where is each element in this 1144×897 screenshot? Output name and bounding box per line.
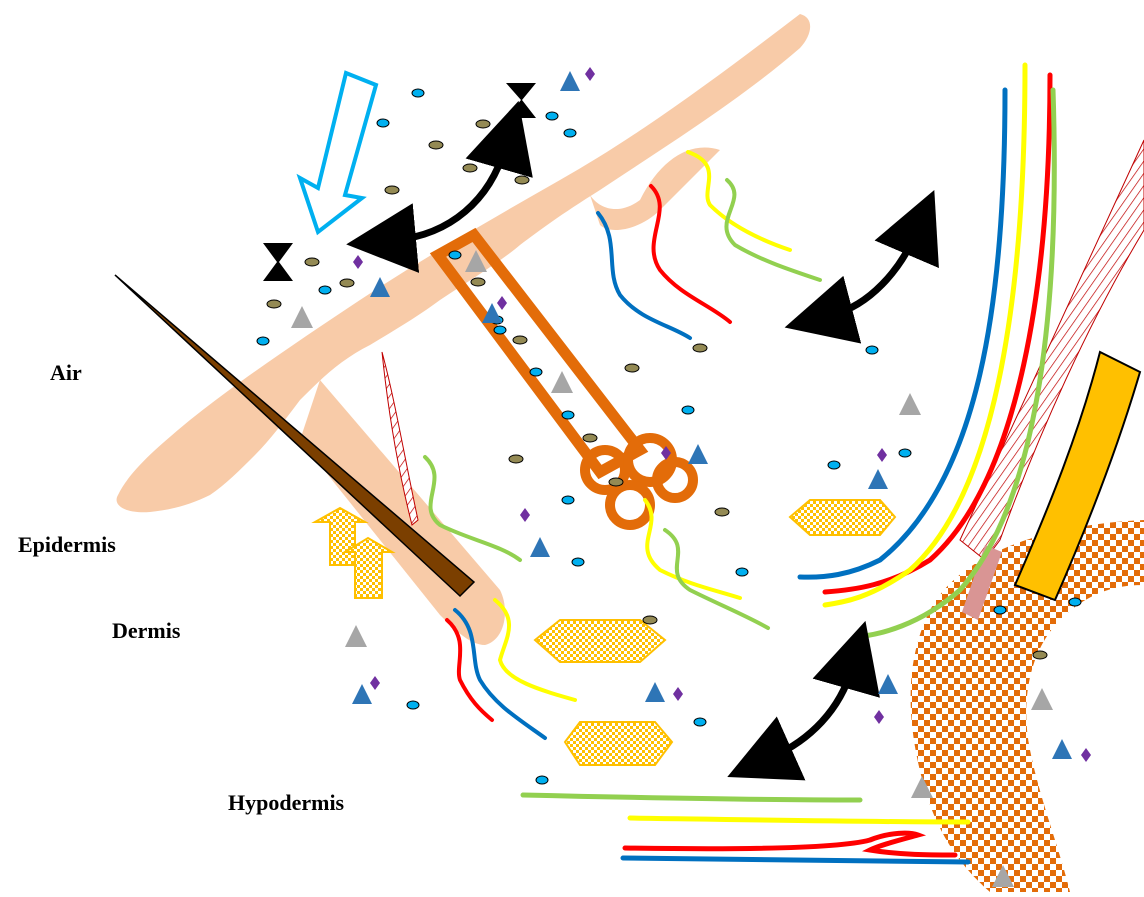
purple-diamond-particle <box>520 508 530 522</box>
purple-diamond-particle <box>585 67 595 81</box>
cyan-particle <box>564 129 576 137</box>
olive-particle <box>463 164 477 172</box>
vessel-group-bottom <box>523 795 968 862</box>
olive-particle <box>609 478 623 486</box>
cyan-particle <box>572 558 584 566</box>
cyan-particle <box>257 337 269 345</box>
cyan-particle <box>494 326 506 334</box>
blue-triangle-particle <box>1052 739 1072 759</box>
cyan-particle <box>377 119 389 127</box>
olive-particle <box>340 279 354 287</box>
purple-diamond-particle <box>497 296 507 310</box>
blue-triangle-particle <box>645 682 665 702</box>
olive-particle <box>513 336 527 344</box>
blue-triangle-particle <box>878 674 898 694</box>
cyan-particle <box>994 606 1006 614</box>
gray-triangle-particle <box>291 306 313 328</box>
cyan-particle <box>536 776 548 784</box>
cyan-particle <box>546 112 558 120</box>
purple-diamond-particle <box>353 255 363 269</box>
blue-triangle-particle <box>688 444 708 464</box>
cyan-particle <box>899 449 911 457</box>
blue-triangle-particle <box>530 537 550 557</box>
olive-particle <box>693 344 707 352</box>
olive-particle <box>476 120 490 128</box>
olive-particle <box>385 186 399 194</box>
double-headed-arrow-icon <box>832 235 915 315</box>
olive-particle <box>509 455 523 463</box>
purple-diamond-particle <box>1081 748 1091 762</box>
cyan-particle <box>562 496 574 504</box>
label-air: Air <box>50 360 82 386</box>
blue-triangle-particle <box>868 469 888 489</box>
label-hypodermis: Hypodermis <box>228 790 344 816</box>
purple-diamond-particle <box>370 676 380 690</box>
cyan-particle <box>736 568 748 576</box>
cyan-particle <box>449 251 461 259</box>
olive-particle <box>1033 651 1047 659</box>
label-dermis: Dermis <box>112 618 180 644</box>
purple-diamond-particle <box>874 710 884 724</box>
blue-triangle-particle <box>352 684 372 704</box>
cyan-particle <box>1069 598 1081 606</box>
olive-particle <box>583 434 597 442</box>
cyan-particle <box>682 406 694 414</box>
gray-triangle-particle <box>1031 688 1053 710</box>
label-epidermis: Epidermis <box>18 532 116 558</box>
hourglass-icon <box>506 83 536 118</box>
olive-particle <box>429 141 443 149</box>
gray-triangle-particle <box>345 625 367 647</box>
olive-particle <box>715 508 729 516</box>
skin-surface <box>117 14 811 512</box>
cyan-particle <box>694 718 706 726</box>
cyan-particle <box>866 346 878 354</box>
olive-particle <box>471 278 485 286</box>
hourglass-icon <box>263 243 293 281</box>
vessel-group-lower <box>447 600 575 738</box>
olive-particle <box>643 616 657 624</box>
olive-particle <box>625 364 639 372</box>
purple-diamond-particle <box>877 448 887 462</box>
olive-particle <box>267 300 281 308</box>
gray-triangle-particle <box>899 393 921 415</box>
cyan-particle <box>319 286 331 294</box>
cyan-particle <box>530 368 542 376</box>
cyan-particle <box>828 461 840 469</box>
hollow-down-arrow-icon <box>300 73 376 232</box>
cyan-particle <box>412 89 424 97</box>
cyan-particle <box>407 701 419 709</box>
blue-triangle-particle <box>560 71 580 91</box>
cyan-particle <box>562 411 574 419</box>
vessel-group-upper <box>598 152 820 338</box>
olive-particle <box>305 258 319 266</box>
olive-particle <box>515 176 529 184</box>
gray-triangle-particle <box>551 371 573 393</box>
purple-diamond-particle <box>673 687 683 701</box>
double-headed-arrow-icon <box>772 668 852 757</box>
